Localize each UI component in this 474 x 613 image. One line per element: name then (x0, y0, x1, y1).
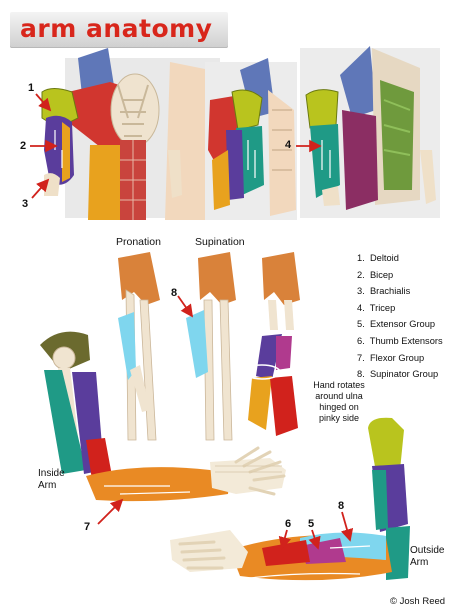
rotation-note: Hand rotates around ulna hinged on pinky… (313, 380, 365, 423)
legend-label: Thumb Extensors (369, 335, 443, 346)
outside-arm-label: Outside Arm (410, 545, 444, 568)
callout-label-6: 6 (285, 518, 292, 530)
outside-arm-label-line2: Arm (410, 556, 429, 568)
inside-arm-view (40, 331, 286, 502)
callout-arrows (30, 93, 354, 550)
torso-back-view (300, 46, 440, 218)
callout-label-2: 2 (20, 140, 27, 152)
outside-arm-label-line1: Outside (410, 545, 445, 556)
legend-item: 3. Brachialis (357, 283, 443, 300)
forearm-muscles-view (243, 252, 300, 436)
author-credit: © Josh Reed (390, 596, 446, 607)
legend-item: 1. Deltoid (357, 250, 443, 267)
title-banner (10, 12, 228, 48)
forearm-pronation (118, 252, 160, 441)
legend-item: 5. Extensor Group (357, 316, 443, 333)
legend-number: 4. (357, 302, 365, 313)
callout-label-4: 4 (285, 139, 292, 151)
legend-label: Flexor Group (369, 352, 425, 363)
inside-arm-label-line2: Arm (38, 479, 57, 491)
callout-label-7: 7 (84, 521, 91, 533)
torso-front-view (41, 48, 220, 220)
legend-item: 4. Tricep (357, 300, 443, 317)
legend-label: Extensor Group (369, 319, 436, 330)
torso-side-view (205, 58, 297, 220)
callout-label-8-forearm: 8 (171, 287, 178, 299)
pronation-heading: Pronation (116, 236, 161, 248)
legend-label: Supinator Group (369, 369, 439, 380)
inside-arm-label: Inside Arm (38, 468, 65, 491)
legend-number: 3. (357, 286, 365, 297)
callout-label-3: 3 (22, 198, 29, 210)
legend-label: Tricep (369, 302, 396, 313)
callout-label-5: 5 (308, 518, 315, 530)
legend-item: 7. Flexor Group (357, 350, 443, 367)
callout-label-1: 1 (28, 82, 35, 94)
callout-label-8-outside: 8 (338, 500, 345, 512)
outside-arm-view (170, 417, 410, 581)
legend-number: 7. (357, 352, 365, 363)
forearm-supination (186, 252, 236, 441)
legend-number: 2. (357, 269, 365, 280)
page-title: arm anatomy (20, 14, 213, 43)
legend-label: Bicep (369, 269, 394, 280)
legend-label: Deltoid (369, 253, 399, 263)
muscle-legend: 1. Deltoid 2. Bicep 3. Brachialis 4. Tri… (357, 250, 443, 383)
supination-heading: Supination (195, 236, 245, 248)
legend-item: 2. Bicep (357, 267, 443, 284)
legend-number: 6. (357, 335, 365, 346)
legend-number: 1. (357, 253, 365, 263)
legend-item: 6. Thumb Extensors (357, 333, 443, 350)
legend-item: 8. Supinator Group (357, 366, 443, 383)
legend-number: 5. (357, 319, 365, 330)
legend-number: 8. (357, 369, 365, 380)
inside-arm-label-line1: Inside (38, 468, 65, 479)
legend-label: Brachialis (369, 286, 411, 297)
